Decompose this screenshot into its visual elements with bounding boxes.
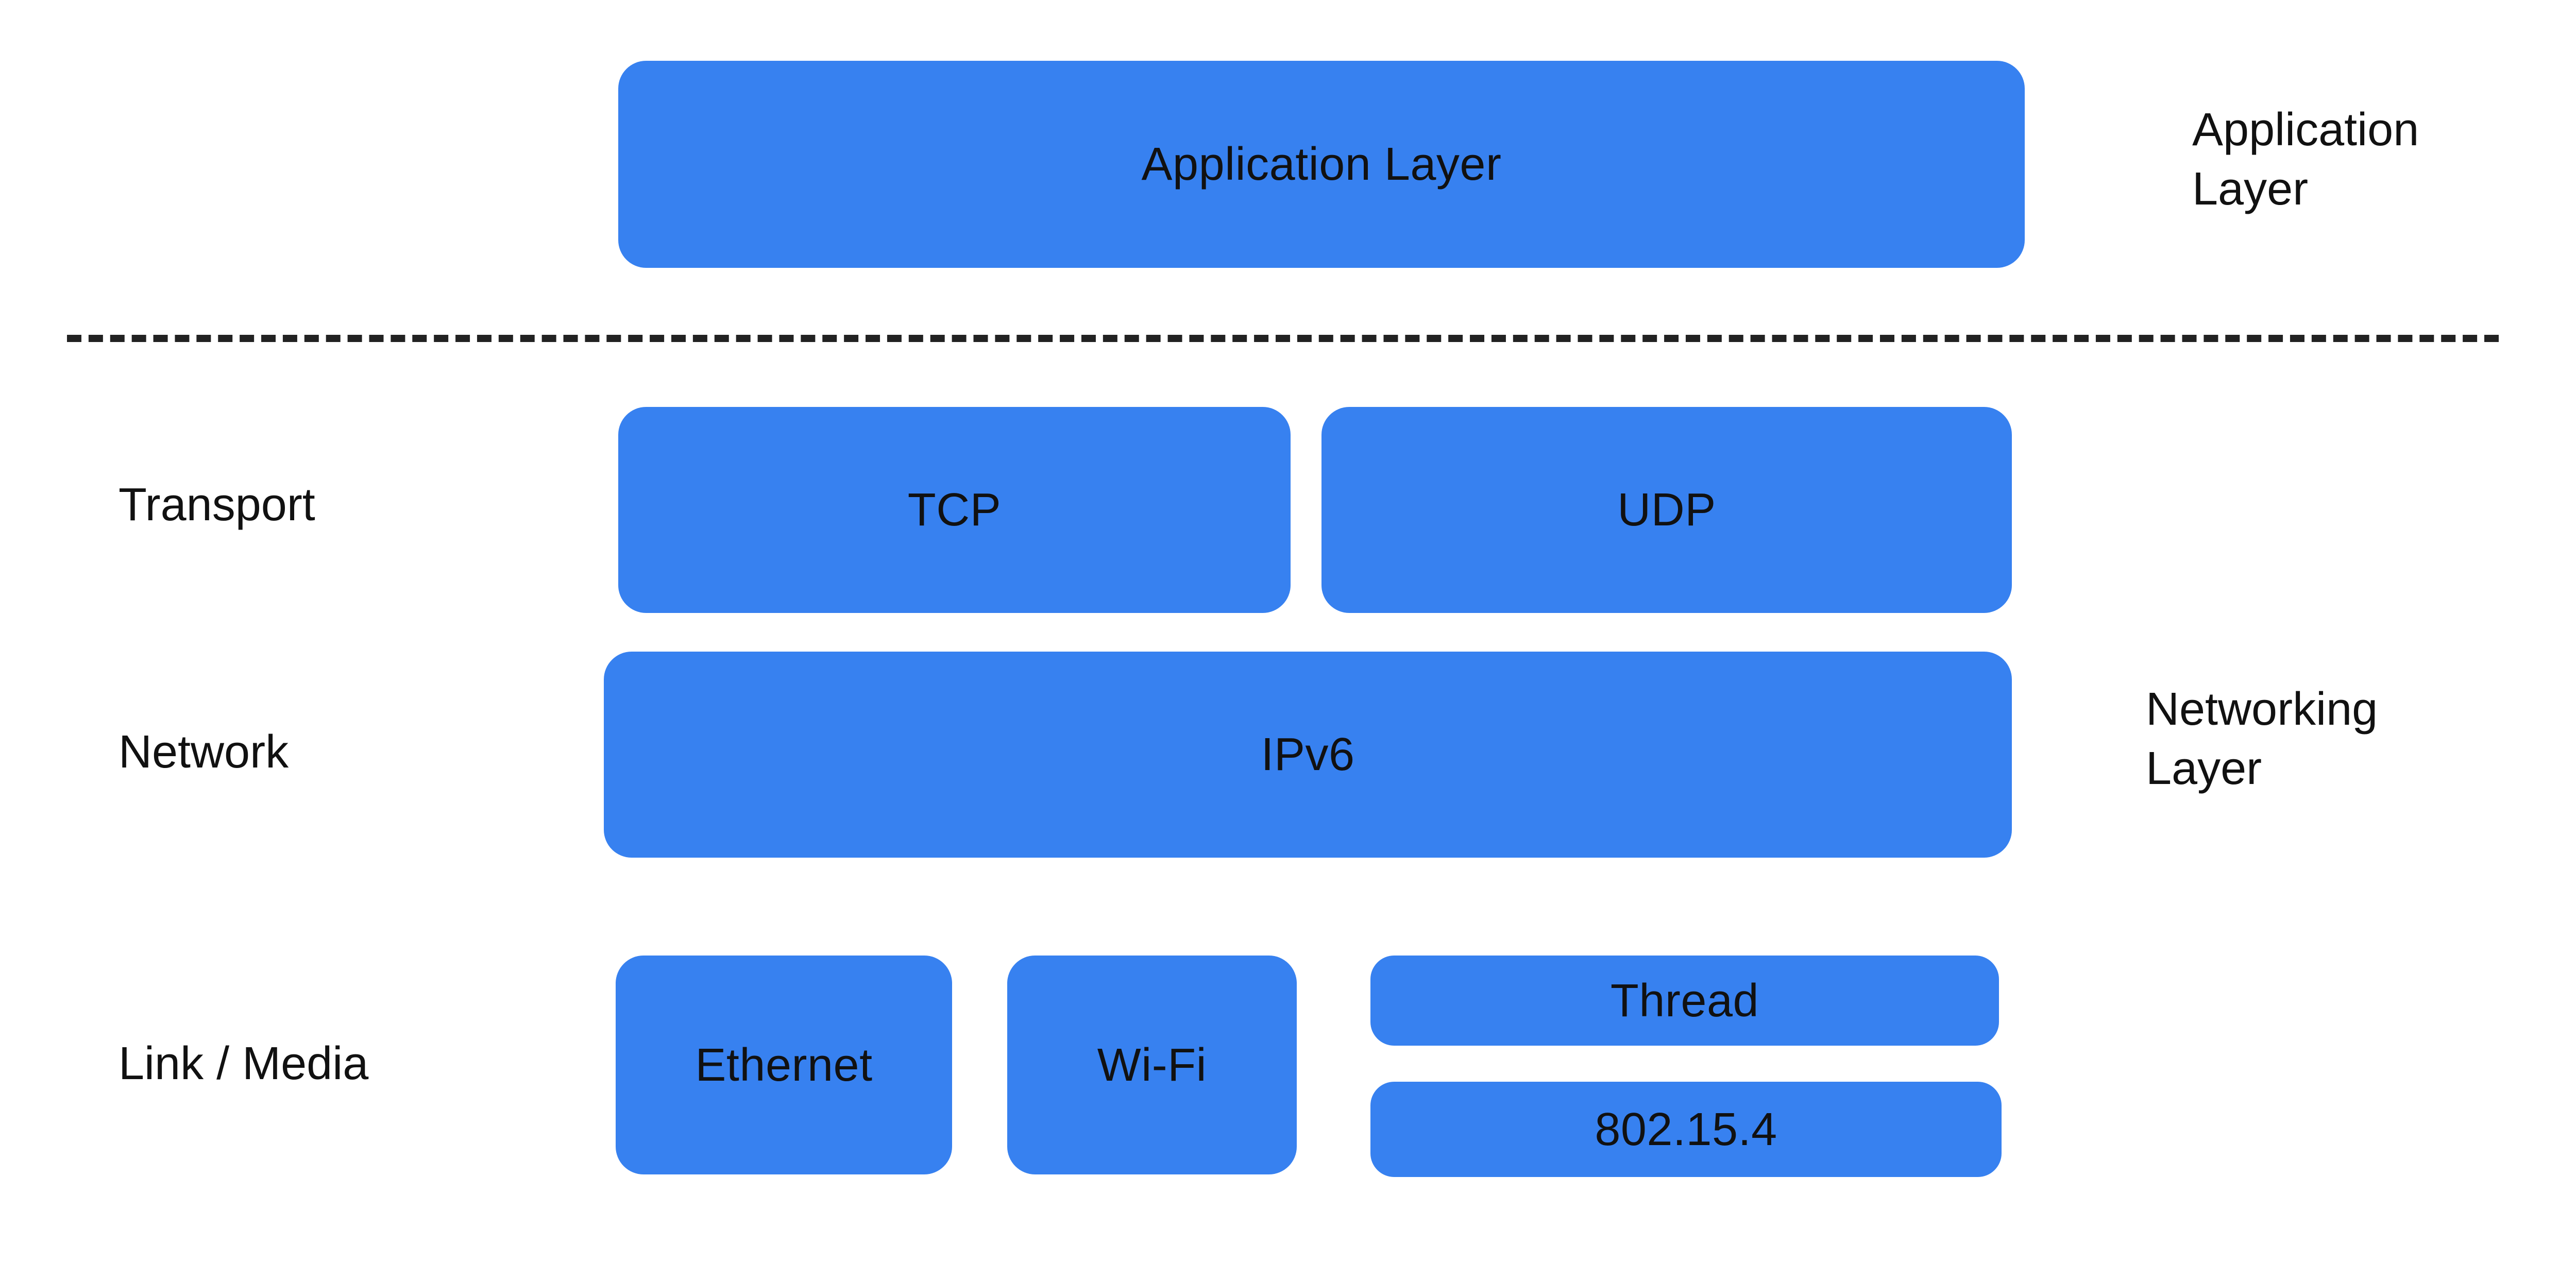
box-tcp[interactable]: TCP: [618, 407, 1291, 613]
box-ethernet[interactable]: Ethernet: [616, 956, 952, 1174]
row-label-network: Network: [118, 726, 289, 778]
box-udp-label: UDP: [1617, 484, 1716, 536]
box-ipv6-label: IPv6: [1261, 729, 1355, 780]
section-divider: [67, 335, 2499, 342]
box-802-15-4-label: 802.15.4: [1595, 1103, 1777, 1155]
box-thread-label: Thread: [1610, 975, 1759, 1027]
box-application-layer-label: Application Layer: [1141, 139, 1502, 190]
box-802-15-4[interactable]: 802.15.4: [1370, 1082, 2002, 1177]
group-label-application-line2: Layer: [2192, 163, 2309, 215]
box-thread[interactable]: Thread: [1370, 956, 1999, 1046]
group-label-networking-layer: Networking Layer: [2146, 680, 2537, 798]
box-wifi[interactable]: Wi-Fi: [1007, 956, 1297, 1174]
group-label-networking-line1: Networking: [2146, 684, 2378, 735]
box-ipv6[interactable]: IPv6: [604, 652, 2012, 858]
row-label-link-media: Link / Media: [118, 1038, 369, 1089]
row-label-transport: Transport: [118, 479, 315, 531]
group-label-application-layer: Application Layer: [2192, 100, 2576, 219]
box-application-layer[interactable]: Application Layer: [618, 61, 2025, 268]
group-label-networking-line2: Layer: [2146, 743, 2262, 795]
box-tcp-label: TCP: [907, 484, 1002, 536]
box-udp[interactable]: UDP: [1321, 407, 2012, 613]
box-wifi-label: Wi-Fi: [1097, 1039, 1207, 1091]
group-label-application-line1: Application: [2192, 104, 2419, 156]
box-ethernet-label: Ethernet: [695, 1039, 873, 1091]
